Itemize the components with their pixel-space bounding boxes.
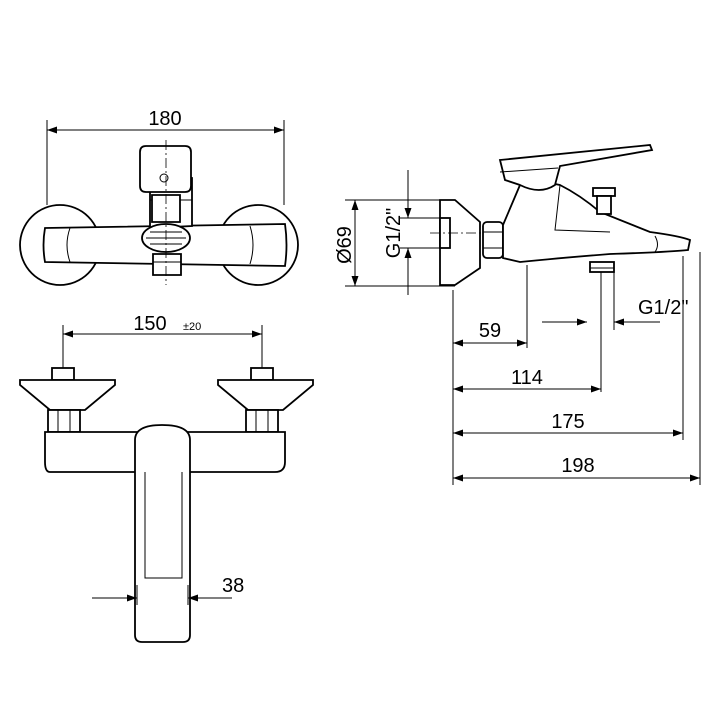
- lever-front: [134, 424, 191, 643]
- dim-center-distance: 150: [133, 313, 166, 335]
- dim-outlet-thread: G1/2": [638, 297, 688, 319]
- mixer-lever: [139, 145, 192, 193]
- shower-outlet: [152, 253, 182, 276]
- side-body-spout: [502, 181, 692, 263]
- dim-center-tolerance: ±20: [183, 321, 201, 333]
- dim-depth-lever: 59: [479, 320, 501, 342]
- left-connector-flange: [19, 379, 116, 411]
- right-nut: [245, 409, 279, 433]
- dim-depth-total: 198: [561, 455, 594, 477]
- lever-indicator-dot: [159, 173, 169, 183]
- side-outlet: [589, 261, 615, 273]
- side-lever: [498, 144, 654, 191]
- side-nut: [482, 221, 504, 259]
- dim-depth-spout: 175: [551, 411, 584, 433]
- right-connector-flange: [217, 379, 314, 411]
- side-view: Ø69 G1/2" G1/2" 59 114 175 198: [334, 144, 701, 485]
- dim-depth-outlet: 114: [511, 367, 543, 389]
- dim-escutcheon-diameter: Ø69: [334, 226, 356, 264]
- side-diverter-cap: [592, 187, 616, 197]
- dim-lever-width: 38: [222, 575, 244, 597]
- left-nut: [47, 409, 81, 433]
- front-view-upper: 180: [19, 108, 299, 286]
- front-view-lower: 150 ±20 38: [19, 313, 314, 643]
- dim-inlet-thread: G1/2": [383, 208, 405, 258]
- dim-width-total: 180: [148, 108, 181, 130]
